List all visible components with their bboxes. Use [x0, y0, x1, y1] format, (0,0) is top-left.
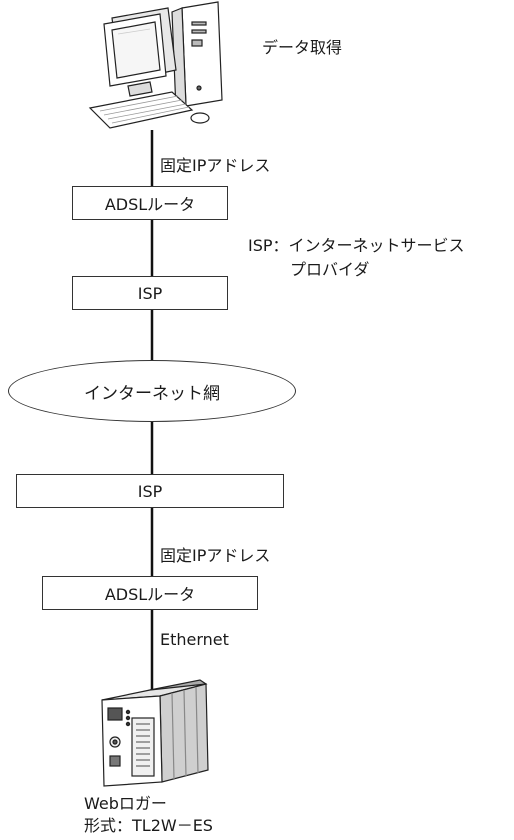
isp-box-bottom: ISP [16, 474, 284, 508]
fixed-ip-label-bottom: 固定IPアドレス [160, 546, 271, 565]
isp-box-top: ISP [72, 276, 228, 310]
adsl-router-bottom-label: ADSLルータ [104, 585, 196, 604]
isp-note-line1: ISP：インターネットサービス [248, 236, 465, 255]
logger-name-label: Webロガー [84, 794, 167, 813]
isp-box-top-label: ISP [137, 283, 163, 303]
adsl-router-top: ADSLルータ [72, 186, 228, 220]
web-logger-device-icon [101, 679, 209, 787]
internet-cloud-label: インターネット網 [84, 383, 220, 404]
ethernet-label: Ethernet [160, 630, 229, 649]
pc-label: データ取得 [262, 38, 343, 57]
fixed-ip-label-top: 固定IPアドレス [160, 156, 271, 175]
internet-cloud: インターネット網 [8, 360, 296, 422]
isp-box-bottom-label: ISP [137, 481, 163, 501]
desktop-pc-icon [88, 1, 223, 129]
adsl-router-top-label: ADSLルータ [104, 195, 196, 214]
isp-note-line2: プロバイダ [290, 260, 370, 279]
adsl-router-bottom: ADSLルータ [42, 576, 258, 610]
logger-model-label: 形式：TL2W－ES [84, 816, 213, 835]
